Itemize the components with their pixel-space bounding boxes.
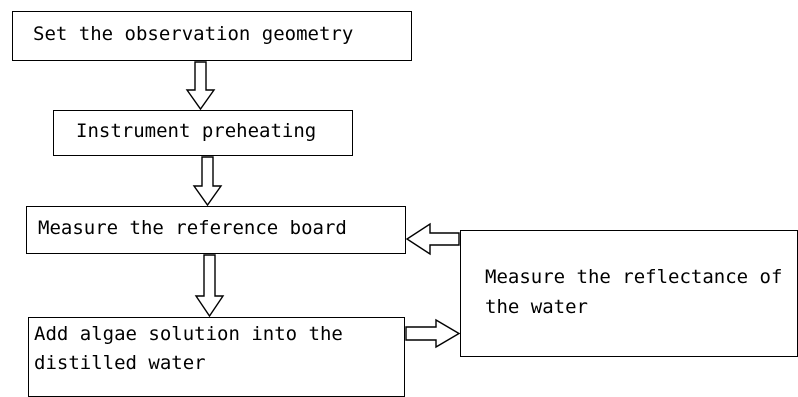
step-label: Set the observation geometry <box>33 23 354 45</box>
arrow-reference-to-algae <box>194 254 225 318</box>
step-add-algae-solution: Add algae solution into the distilled wa… <box>28 317 405 397</box>
arrow-preheating-to-reference <box>192 156 223 207</box>
step-measure-reflectance: Measure the reflectance of the water <box>460 230 798 357</box>
arrow-reflectance-to-reference <box>405 222 460 256</box>
step-label: Add algae solution into the distilled wa… <box>34 323 355 374</box>
step-label: Measure the reflectance of the water <box>485 266 794 318</box>
step-set-observation-geometry: Set the observation geometry <box>12 11 412 61</box>
step-label: Instrument preheating <box>76 120 317 142</box>
step-measure-reference-board: Measure the reference board <box>26 206 406 254</box>
arrow-algae-to-reflectance <box>405 318 461 349</box>
step-label: Measure the reference board <box>38 217 347 239</box>
arrow-geometry-to-preheating <box>185 61 216 111</box>
step-instrument-preheating: Instrument preheating <box>53 110 353 156</box>
